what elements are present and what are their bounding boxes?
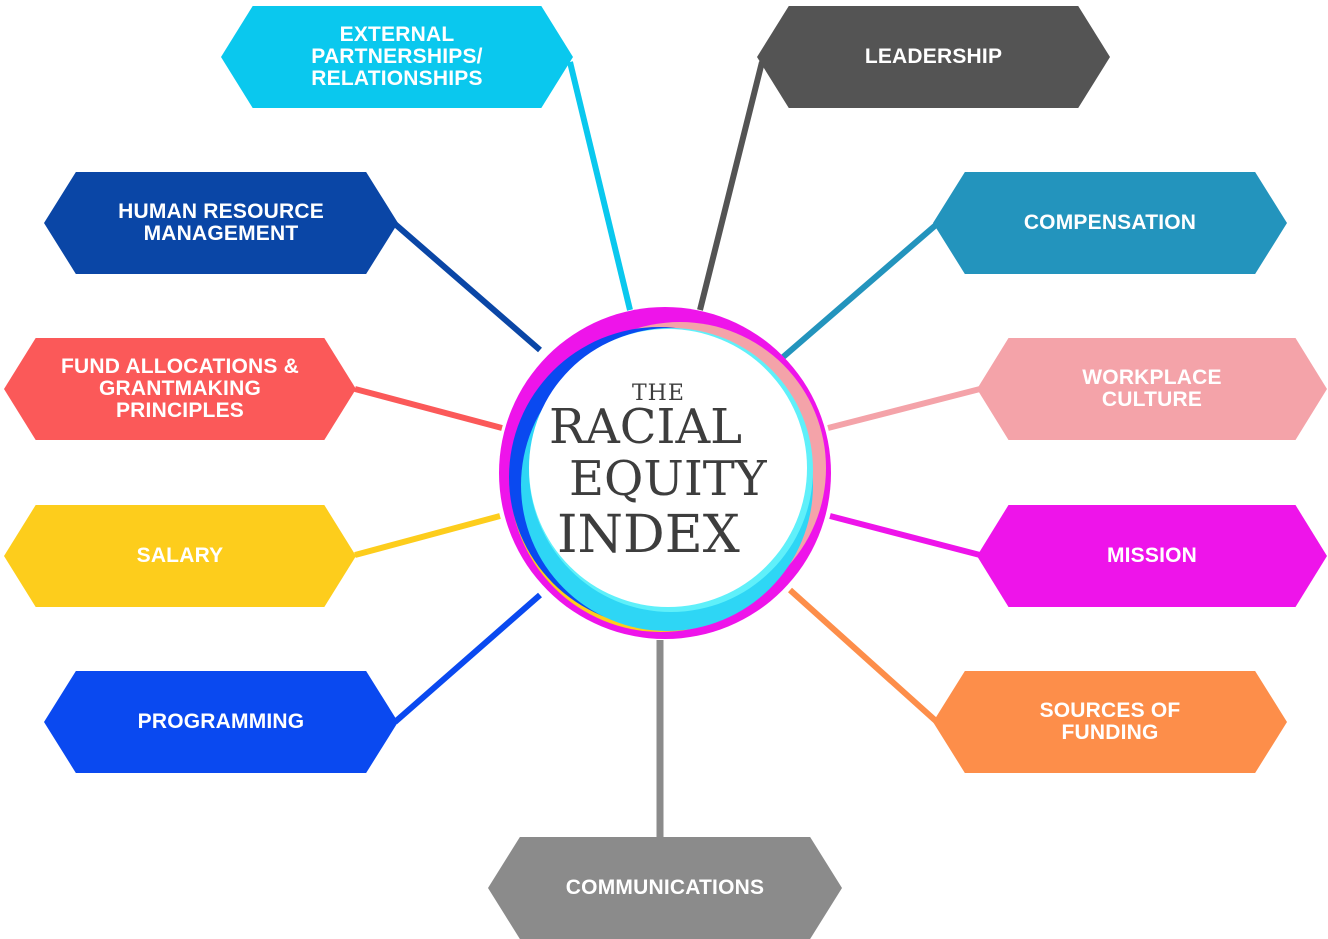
connector-compensation: [780, 221, 939, 361]
center-logo: THE RACIAL EQUITY INDEX: [497, 305, 833, 641]
node-programming: PROGRAMMING: [44, 671, 398, 773]
node-fund-allocations: FUND ALLOCATIONS & GRANTMAKING PRINCIPLE…: [4, 338, 356, 440]
node-sources-of-funding: SOURCES OF FUNDING: [933, 671, 1287, 773]
connector-workplace: [827, 386, 981, 431]
node-label: EXTERNAL PARTNERSHIPS/ RELATIONSHIPS: [311, 23, 483, 90]
logo-racial: RACIAL: [549, 399, 743, 455]
logo-index: INDEX: [557, 505, 740, 565]
logo-the: THE: [632, 381, 685, 406]
node-label: WORKPLACE CULTURE: [1082, 366, 1222, 411]
node-label: MISSION: [1106, 544, 1198, 567]
node-label: PROGRAMMING: [137, 710, 305, 733]
connector-programming: [393, 592, 542, 725]
connector-leadership: [697, 61, 765, 311]
center-rings: [499, 307, 831, 639]
connector-external: [567, 61, 633, 311]
node-human-resource-management: HUMAN RESOURCE MANAGEMENT: [44, 172, 398, 274]
node-salary: SALARY: [4, 505, 356, 607]
node-label: COMPENSATION: [1023, 211, 1197, 234]
node-communications: COMMUNICATIONS: [488, 837, 842, 939]
node-compensation: COMPENSATION: [933, 172, 1287, 274]
node-mission: MISSION: [977, 505, 1327, 607]
connector-hr: [393, 221, 542, 353]
node-leadership: LEADERSHIP: [757, 6, 1110, 108]
node-label: FUND ALLOCATIONS & GRANTMAKING PRINCIPLE…: [60, 355, 300, 422]
node-label: LEADERSHIP: [864, 45, 1003, 68]
node-workplace-culture: WORKPLACE CULTURE: [977, 338, 1327, 440]
connector-sources: [787, 587, 940, 725]
logo-equity: EQUITY: [569, 451, 767, 507]
node-label: COMMUNICATIONS: [565, 876, 765, 899]
node-label: SALARY: [136, 544, 224, 567]
node-label: SOURCES OF FUNDING: [1039, 699, 1181, 744]
connector-mission: [829, 513, 981, 558]
connector-salary: [354, 513, 501, 558]
connector-fund: [354, 386, 503, 431]
node-label: HUMAN RESOURCE MANAGEMENT: [118, 200, 324, 245]
node-external-partnerships: EXTERNAL PARTNERSHIPS/ RELATIONSHIPS: [221, 6, 573, 108]
